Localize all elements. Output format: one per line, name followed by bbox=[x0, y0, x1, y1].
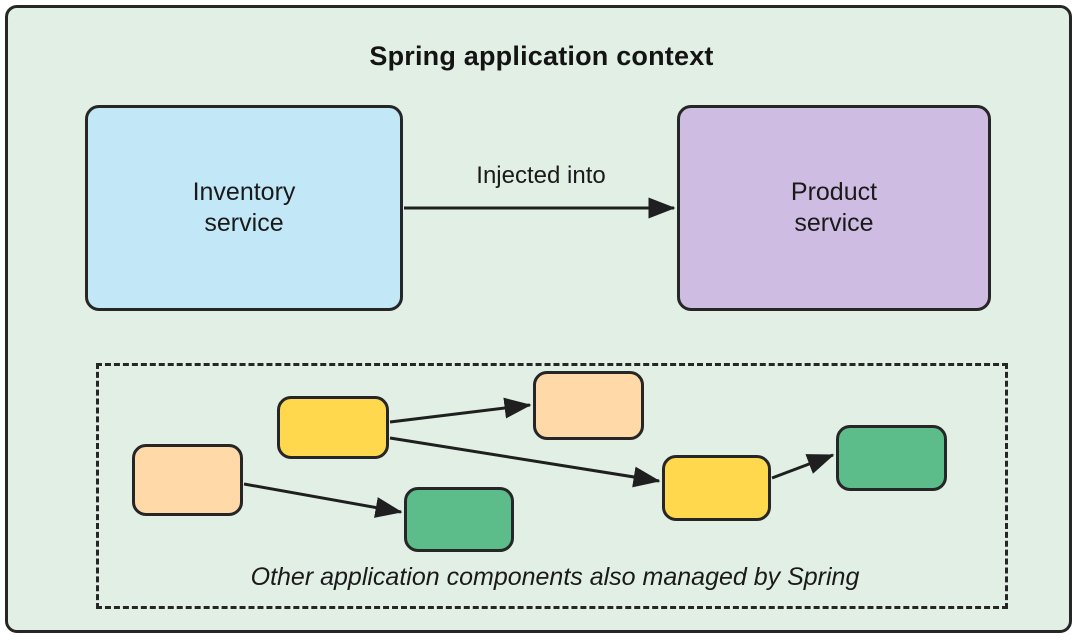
spring-application-context-container: Spring application context Other applica… bbox=[5, 5, 1072, 633]
other-components-caption: Other application components also manage… bbox=[250, 563, 860, 591]
component-node-yellow-1[interactable] bbox=[277, 396, 389, 459]
node-inventory-service[interactable]: Inventory service bbox=[85, 105, 403, 311]
component-node-yellow-2[interactable] bbox=[662, 455, 771, 521]
component-node-green-1[interactable] bbox=[404, 487, 514, 552]
other-components-group: Other application components also manage… bbox=[96, 363, 1008, 609]
node-product-service-label-line2: service bbox=[794, 209, 874, 237]
node-inventory-service-label-line2: service bbox=[204, 209, 284, 237]
component-node-orange-2[interactable] bbox=[533, 371, 644, 440]
node-product-service-label: Product service bbox=[791, 177, 877, 240]
edge-label-injected-into: Injected into bbox=[476, 162, 606, 189]
node-product-service-label-line1: Product bbox=[790, 177, 878, 206]
node-inventory-service-label-line1: Inventory bbox=[192, 177, 296, 206]
node-inventory-service-label: Inventory service bbox=[193, 177, 296, 240]
component-node-green-2[interactable] bbox=[836, 425, 947, 491]
node-product-service[interactable]: Product service bbox=[677, 105, 991, 311]
component-node-orange-1[interactable] bbox=[132, 444, 243, 516]
page-title: Spring application context bbox=[369, 41, 714, 71]
